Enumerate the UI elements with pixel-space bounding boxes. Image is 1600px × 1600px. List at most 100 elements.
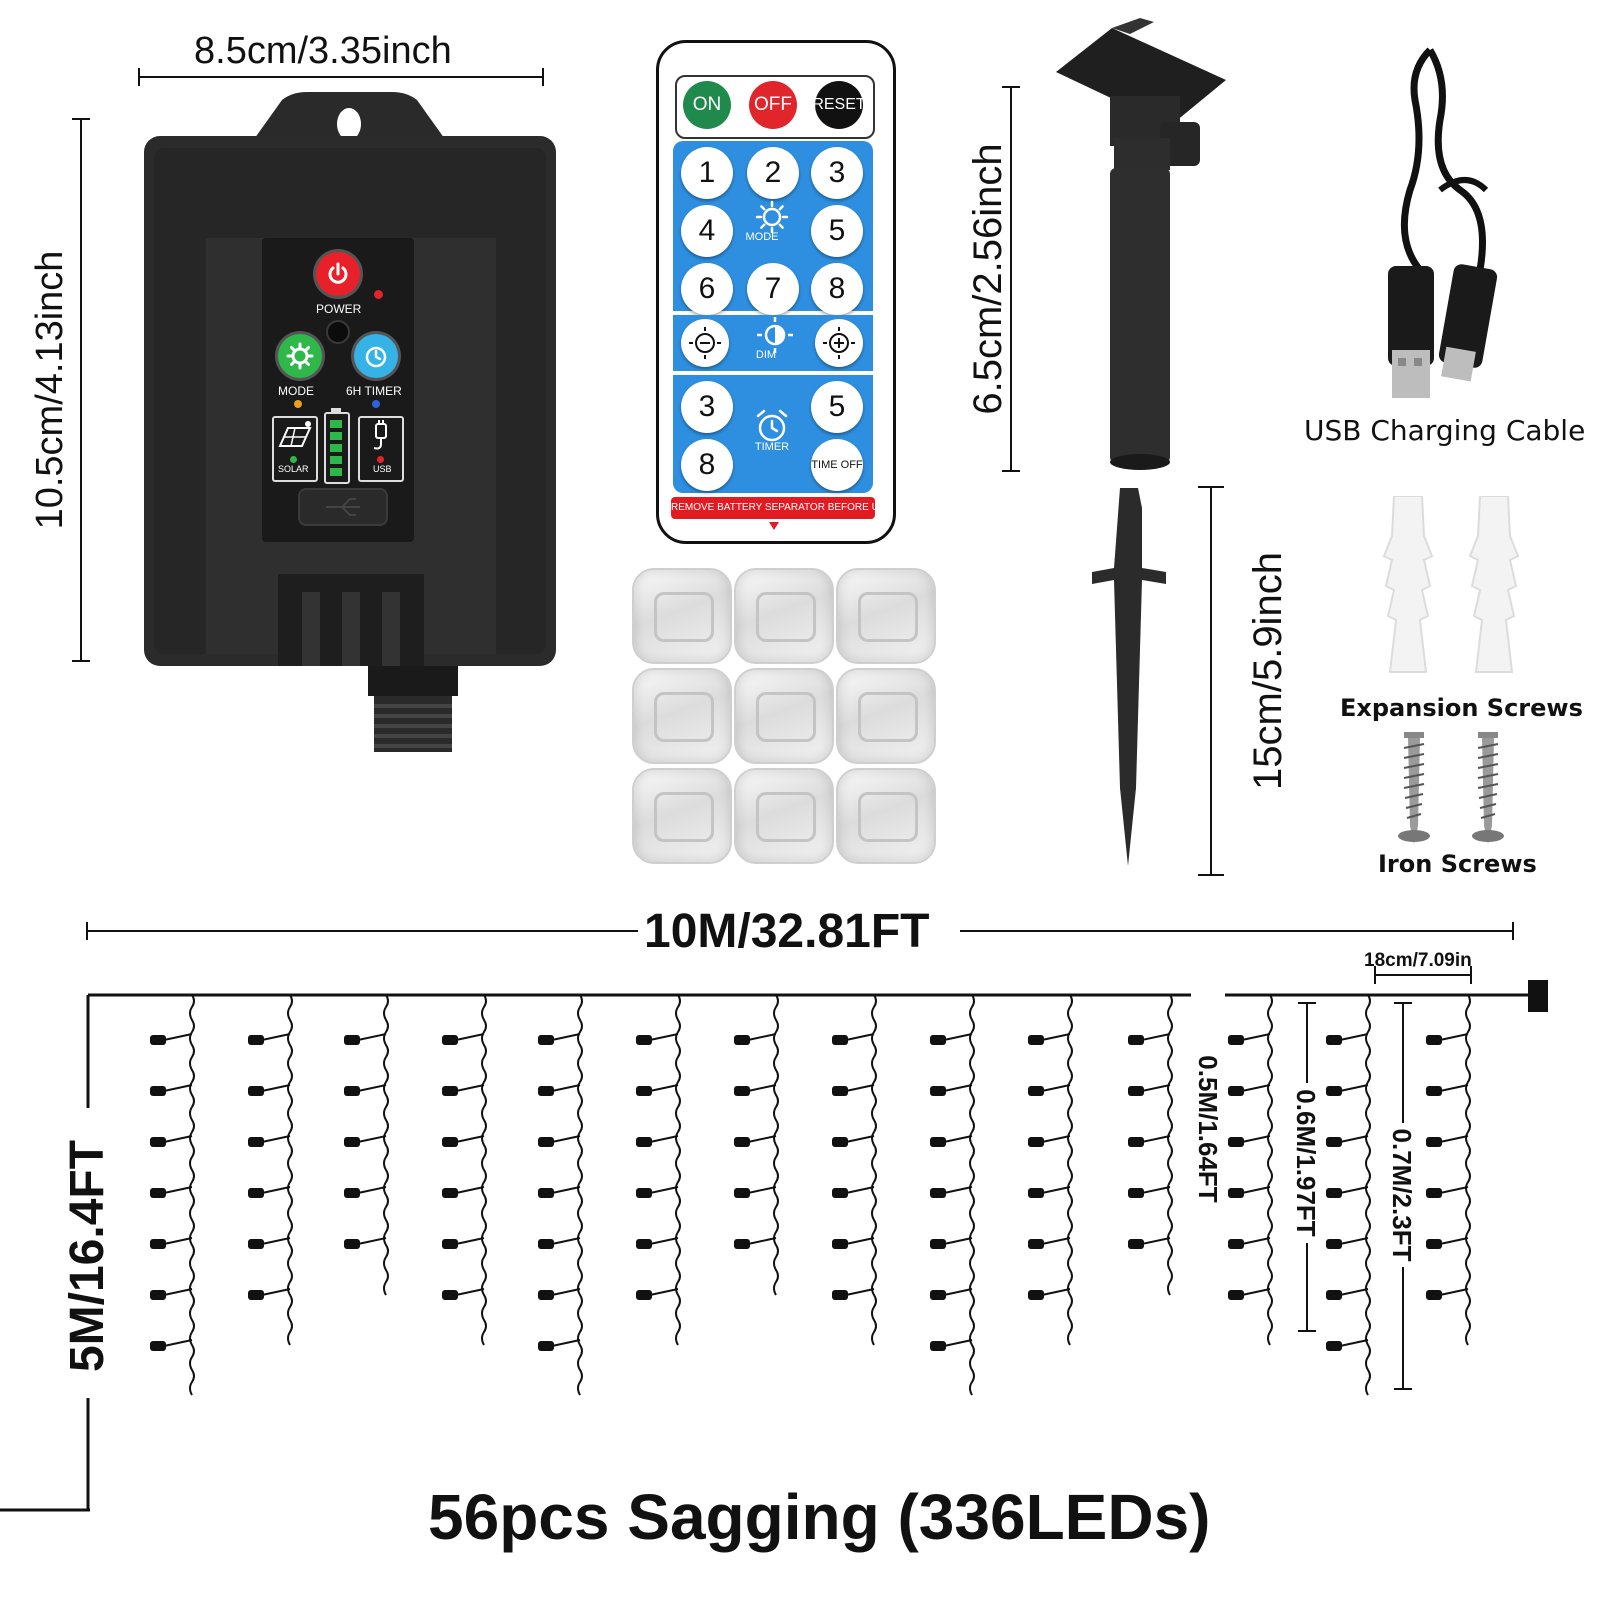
led-bulb	[538, 1239, 554, 1249]
short-drop-label: 0.5M/1.64FT	[1191, 979, 1225, 1279]
mid-drop-tick	[1298, 1002, 1316, 1004]
solar-status-box: SOLAR	[272, 416, 318, 482]
led-bulb	[1326, 1035, 1342, 1045]
led-bulb	[344, 1188, 360, 1198]
usb-cable-image	[1388, 47, 1498, 398]
led-bulb	[442, 1137, 458, 1147]
controller-width-label: 8.5cm/3.35inch	[194, 30, 452, 72]
remote-button-8[interactable]: 8	[811, 263, 863, 315]
remote-button-1[interactable]: 1	[681, 147, 733, 199]
icicle-strand	[150, 994, 195, 1396]
iron-screw-image	[1472, 732, 1504, 844]
led-bulb	[344, 1035, 360, 1045]
long-drop-tick	[1394, 1002, 1412, 1004]
led-bulb	[248, 1035, 264, 1045]
led-bulb	[832, 1035, 848, 1045]
icicle-strand	[344, 994, 389, 1296]
remote-dim-down-button[interactable]	[681, 319, 729, 367]
led-bulb	[150, 1035, 166, 1045]
power-icon	[328, 262, 348, 284]
remote-dim-center: DIM	[747, 315, 803, 371]
sun-half-icon	[757, 317, 793, 353]
spacing-dim-line	[1374, 974, 1472, 976]
remote-on-button[interactable]: ON	[683, 81, 731, 129]
remote-timer-8h-button[interactable]: 8	[681, 439, 733, 491]
remote-button-7[interactable]: 7	[747, 263, 799, 315]
solar-indicator-led	[290, 456, 297, 463]
led-bulb	[150, 1137, 166, 1147]
long-drop-text: 0.7M/2.3FT	[1387, 1122, 1417, 1268]
led-bulb	[344, 1239, 360, 1249]
led-bulb	[734, 1086, 750, 1096]
led-bulb	[1326, 1239, 1342, 1249]
remote-button-4[interactable]: 4	[681, 205, 733, 257]
remote-button-5[interactable]: 5	[811, 205, 863, 257]
led-bulb	[734, 1035, 750, 1045]
mid-drop-tick	[1298, 1330, 1316, 1332]
cable-clip	[632, 768, 732, 864]
icicle-strand	[1128, 994, 1173, 1296]
led-bulb	[1228, 1188, 1244, 1198]
stake-spike	[1092, 488, 1166, 866]
remote-timer-3h-button[interactable]: 3	[681, 381, 733, 433]
remote-dim-up-button[interactable]	[815, 319, 863, 367]
stake-top-dim-tick	[1002, 86, 1020, 88]
led-bulb	[150, 1290, 166, 1300]
led-bulb	[1028, 1035, 1044, 1045]
remote-control: ON OFF RESET 1 2 3 4 MODE 5 6 7 8	[656, 40, 896, 544]
spacing-label: 18cm/7.09in	[1364, 950, 1472, 971]
icicle-strand	[636, 994, 681, 1346]
usb-status-box: USB	[358, 416, 404, 482]
led-bulb	[930, 1086, 946, 1096]
mode-button[interactable]	[278, 334, 322, 378]
timer-indicator-led	[372, 400, 380, 408]
length-label: 10M/32.81FT	[644, 905, 930, 958]
remote-button-2[interactable]: 2	[747, 147, 799, 199]
remote-off-button[interactable]: OFF	[749, 81, 797, 129]
led-bulb	[1426, 1086, 1442, 1096]
led-bulb	[636, 1290, 652, 1300]
controller-width-tick-left	[138, 68, 140, 86]
remote-mode-button[interactable]: MODE	[741, 199, 803, 255]
led-bulb	[1426, 1188, 1442, 1198]
remote-mode-label: MODE	[745, 231, 779, 243]
controller-height-tick-bottom	[72, 660, 90, 662]
short-drop-text: 0.5M/1.64FT	[1193, 1049, 1223, 1209]
timer-button[interactable]	[354, 334, 398, 378]
led-bulb	[930, 1188, 946, 1198]
remote-button-6[interactable]: 6	[681, 263, 733, 315]
led-bulb	[1326, 1341, 1342, 1351]
icicle-strand	[538, 994, 583, 1396]
remote-timer-5h-button[interactable]: 5	[811, 381, 863, 433]
remote-time-off-button[interactable]: TIME OFF	[811, 439, 863, 491]
led-bulb	[636, 1239, 652, 1249]
led-bulb	[442, 1290, 458, 1300]
led-bulb	[1228, 1035, 1244, 1045]
solar-panel-icon	[278, 421, 312, 447]
led-bulb	[930, 1137, 946, 1147]
stake-top-bracket	[1056, 18, 1226, 470]
brightness-up-icon	[823, 327, 855, 359]
led-bulb	[150, 1086, 166, 1096]
timer-label: 6H TIMER	[346, 384, 402, 398]
icicle-strand	[832, 994, 877, 1346]
led-bulb	[1426, 1137, 1442, 1147]
led-bulb	[1326, 1188, 1342, 1198]
led-bulb	[344, 1086, 360, 1096]
cable-clip	[836, 668, 936, 764]
iron-screws-label: Iron Screws	[1378, 850, 1537, 878]
gear-icon	[286, 342, 314, 370]
remote-reset-button[interactable]: RESET	[812, 81, 866, 129]
led-bulb	[538, 1137, 554, 1147]
mid-drop-text: 0.6M/1.97FT	[1291, 1083, 1321, 1243]
expansion-screw-image	[1382, 496, 1434, 673]
remote-button-3[interactable]: 3	[811, 147, 863, 199]
led-bulb	[1028, 1290, 1044, 1300]
power-button[interactable]	[316, 252, 360, 296]
usb-port-cover[interactable]	[298, 488, 388, 526]
led-bulb	[538, 1290, 554, 1300]
controller-height-line	[80, 118, 82, 662]
summary-label: 56pcs Sagging (336LEDs)	[428, 1481, 1211, 1553]
led-bulb	[832, 1239, 848, 1249]
